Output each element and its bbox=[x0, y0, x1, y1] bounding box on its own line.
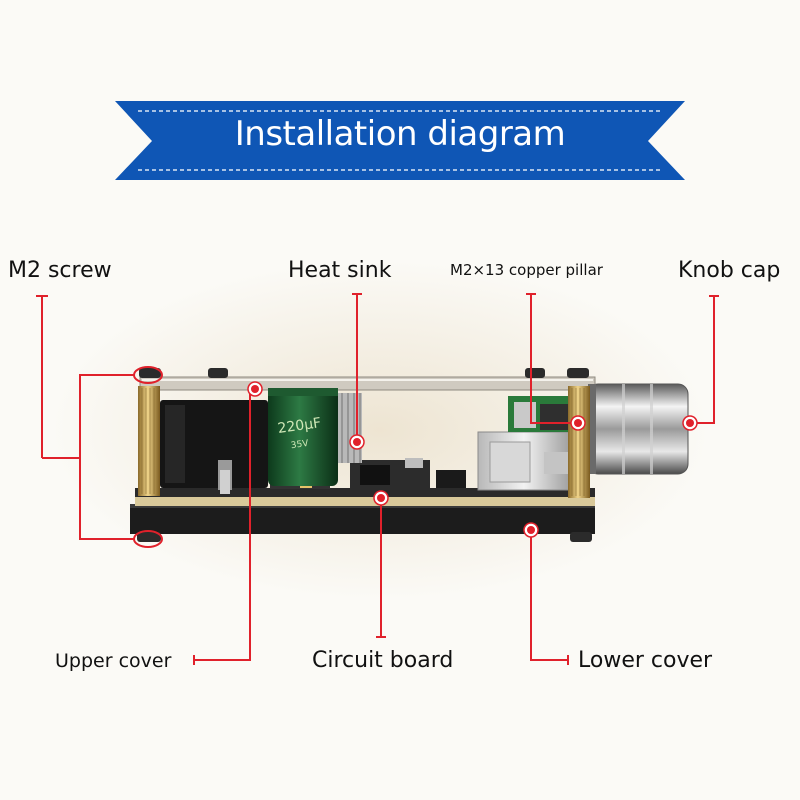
screw-heads bbox=[137, 368, 592, 542]
knob-cap bbox=[587, 383, 689, 475]
diagram-title: Installation diagram bbox=[234, 114, 566, 154]
metal-jack bbox=[477, 431, 571, 491]
copper-pillar-left bbox=[138, 386, 160, 496]
heat-sink bbox=[338, 393, 362, 463]
capacitor-voltage: 35V bbox=[290, 439, 310, 451]
label-circuit-board: Circuit board bbox=[312, 648, 454, 673]
label-knob-cap: Knob cap bbox=[678, 258, 781, 283]
audio-jack bbox=[160, 400, 268, 494]
callout-markers bbox=[247, 381, 698, 538]
label-lower-cover: Lower cover bbox=[578, 648, 713, 673]
capacitor-label: 220μF bbox=[277, 415, 322, 437]
potentiometer bbox=[508, 396, 570, 432]
upper-cover bbox=[139, 376, 596, 391]
label-m2-screw: M2 screw bbox=[8, 258, 112, 283]
label-heat-sink: Heat sink bbox=[288, 258, 392, 283]
capacitor: 220μF 35V bbox=[268, 388, 338, 486]
copper-pillar-right bbox=[568, 386, 590, 498]
label-copper-pillar: M2×13 copper pillar bbox=[450, 261, 603, 279]
label-upper-cover: Upper cover bbox=[55, 650, 172, 672]
